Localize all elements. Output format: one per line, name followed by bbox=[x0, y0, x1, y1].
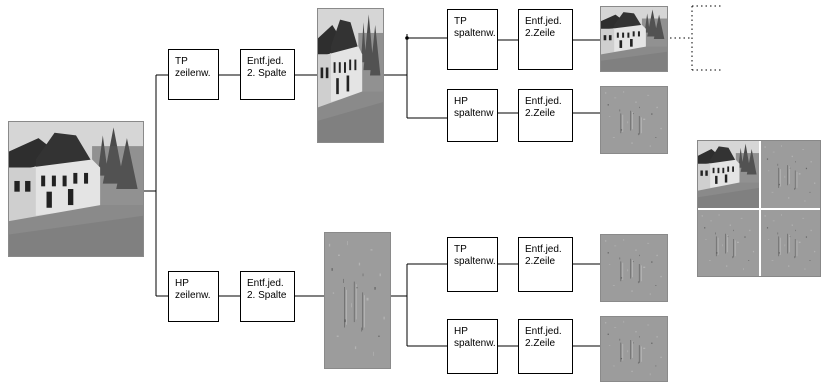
column-downsample-box-a: Entf.jed. 2. Spalte bbox=[240, 49, 295, 100]
ll-subband-image bbox=[600, 6, 668, 72]
hp-row-filter-label: HP zeilenw. bbox=[175, 278, 211, 301]
row-downsample-box-2: Entf.jed. 2.Zeile bbox=[518, 89, 573, 142]
row-downsample-box-1: Entf.jed. 2.Zeile bbox=[518, 9, 573, 70]
tp-column-filter-label-2: TP spaltenw. bbox=[454, 244, 496, 267]
row-downsample-box-4: Entf.jed. 2.Zeile bbox=[518, 319, 573, 374]
row-downsample-box-3: Entf.jed. 2.Zeile bbox=[518, 237, 573, 292]
column-downsample-box-b: Entf.jed. 2. Spalte bbox=[240, 271, 295, 322]
row-downsample-label-1: Entf.jed. 2.Zeile bbox=[525, 16, 562, 39]
tp-column-filter-box-1: TP spaltenw. bbox=[447, 9, 498, 70]
composite-hh-quadrant bbox=[761, 210, 820, 276]
composite-ll-quadrant bbox=[698, 141, 759, 208]
composite-subband-grid bbox=[697, 140, 821, 277]
row-downsample-label-2: Entf.jed. 2.Zeile bbox=[525, 96, 562, 119]
composite-lh-quadrant bbox=[761, 141, 820, 208]
lh-subband-image bbox=[600, 86, 668, 154]
tp-row-filter-label: TP zeilenw. bbox=[175, 56, 211, 79]
hp-column-filter-box-1: HP spaltenw bbox=[447, 89, 498, 142]
hp-column-filter-label-2: HP spaltenw. bbox=[454, 326, 496, 349]
lowpass-column-image bbox=[317, 8, 384, 143]
composite-hl-quadrant bbox=[698, 210, 759, 276]
tp-column-filter-box-2: TP spaltenw. bbox=[447, 237, 498, 292]
hp-row-filter-box: HP zeilenw. bbox=[168, 271, 219, 322]
column-downsample-label-a: Entf.jed. 2. Spalte bbox=[247, 56, 287, 79]
row-downsample-label-3: Entf.jed. 2.Zeile bbox=[525, 244, 562, 267]
hl-subband-image bbox=[600, 234, 668, 302]
column-downsample-label-b: Entf.jed. 2. Spalte bbox=[247, 278, 287, 301]
highpass-column-image bbox=[324, 232, 391, 369]
tp-row-filter-box: TP zeilenw. bbox=[168, 49, 219, 100]
tp-column-filter-label-1: TP spaltenw. bbox=[454, 16, 496, 39]
hp-column-filter-label-1: HP spaltenw bbox=[454, 96, 494, 119]
hp-column-filter-box-2: HP spaltenw. bbox=[447, 319, 498, 374]
row-downsample-label-4: Entf.jed. 2.Zeile bbox=[525, 326, 562, 349]
input-street-photo bbox=[8, 121, 144, 257]
hh-subband-image bbox=[600, 316, 668, 382]
